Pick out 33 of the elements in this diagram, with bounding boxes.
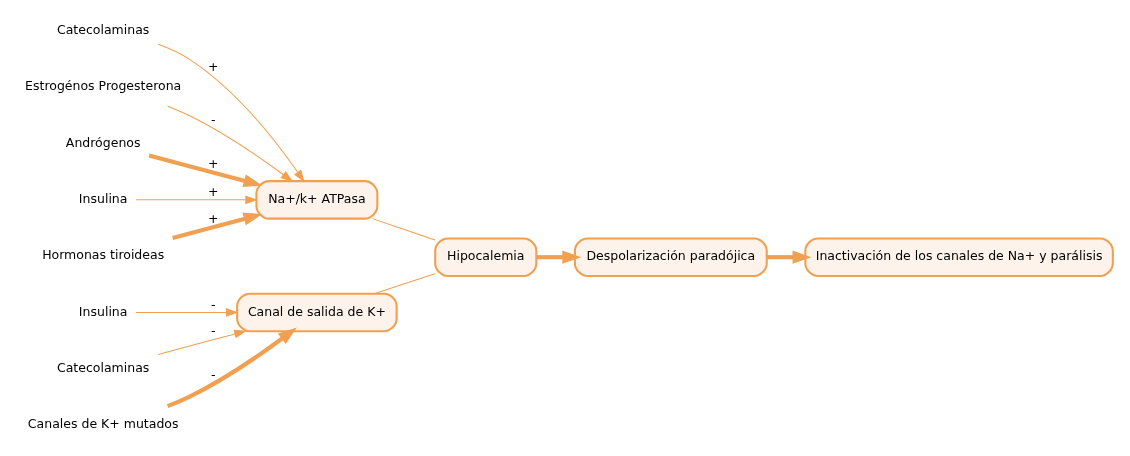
node-text: Estrogénos Progesterona [25,78,182,94]
edge-label: - [210,366,216,382]
node-box: Canal de salida de K+ [236,292,398,333]
node-text: Hormonas tiroideas [42,247,165,263]
edge-label: + [207,184,219,200]
node-box: Hipocalemia [434,237,538,277]
node-text: Andrógenos [65,134,141,150]
connector [374,273,436,295]
arrow [172,212,263,240]
node-box: Na+/k+ ATPasa [255,180,379,220]
arrow [766,250,812,264]
edge-label: - [210,112,216,128]
connector [372,218,436,241]
arrow [157,43,305,183]
node-box: Despolarización paradójica [573,237,768,277]
arrow [135,308,239,317]
node-text: Insulina [78,303,128,319]
arrow [135,195,258,205]
node-text: Insulina [78,191,128,207]
node-text: Canales de K+ mutados [27,416,179,432]
edge-label: - [210,322,216,338]
arrow [148,153,263,188]
edge-label: + [207,211,219,227]
edge-label: + [207,59,219,75]
arrow [167,105,294,182]
node-box: Inactivación de los canales de Na+ y parálisis [804,237,1114,277]
arrow [536,250,582,264]
node-text: Catecolaminas [56,22,150,38]
arrow [157,329,247,355]
edge-label: + [207,156,219,172]
arrow [166,327,297,409]
edge-label: - [210,296,216,312]
node-text: Catecolaminas [56,359,150,375]
